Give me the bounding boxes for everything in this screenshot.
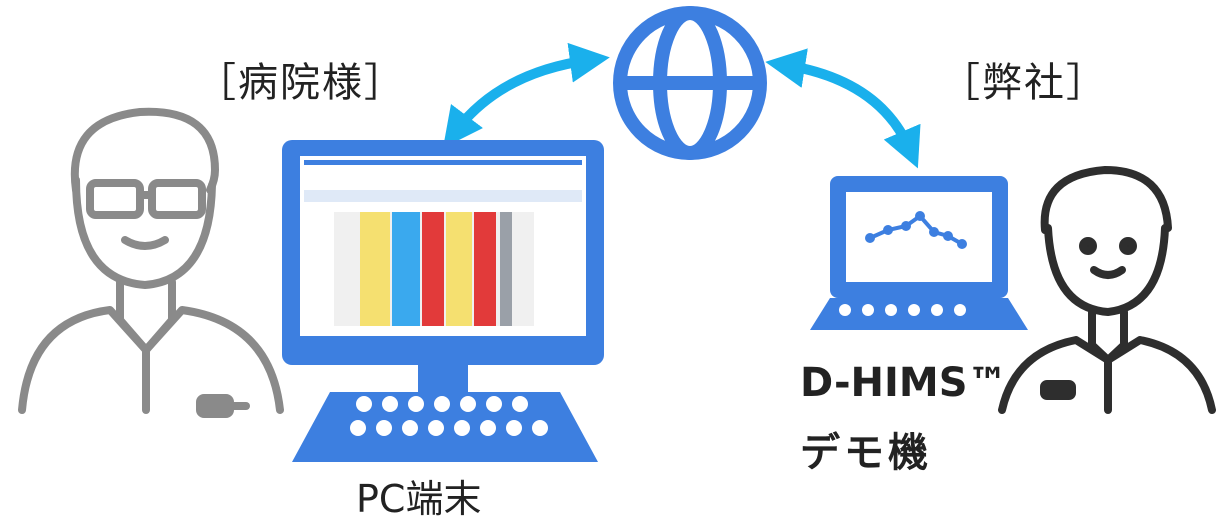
demo-machine-subtitle: デモ機 [800, 430, 932, 476]
hospital-label: ［病院様］ [196, 60, 406, 106]
double-arrow-icon-left [442, 42, 610, 148]
doctor-icon [18, 107, 284, 418]
monitor-screen [304, 160, 582, 326]
company-label: ［弊社］ [940, 60, 1108, 106]
double-arrow-icon-right [765, 48, 921, 169]
keyboard-keys [350, 396, 548, 436]
demo-machine-title: D-HIMS™ [800, 360, 1008, 406]
staff-icon [998, 166, 1216, 414]
globe-icon [613, 6, 767, 160]
pc-terminal-label: PC端末 [356, 477, 482, 521]
laptop-icon [810, 176, 1028, 330]
